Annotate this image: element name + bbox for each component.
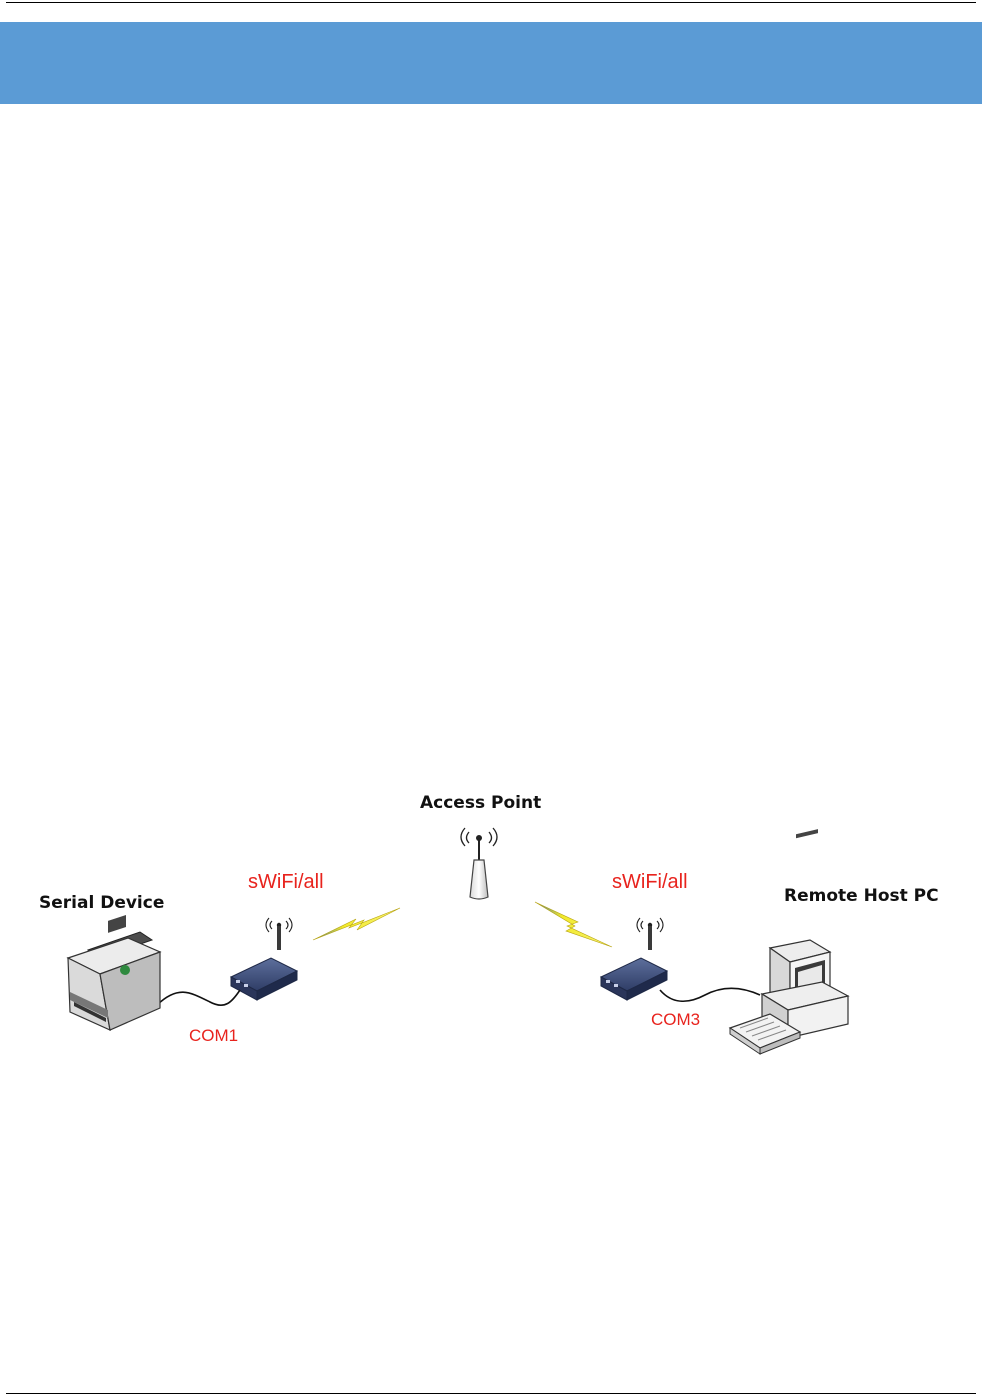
right-port-label: COM3 [651, 1010, 701, 1029]
diagram-art [66, 827, 850, 1055]
left-port-label: COM1 [189, 1026, 239, 1045]
left-wireless-link-icon [312, 907, 401, 941]
desktop-computer-icon [728, 829, 850, 1055]
access-point-icon [460, 827, 498, 900]
right-serial-cable [659, 987, 761, 1002]
right-wifi-module-icon [599, 917, 669, 1001]
bottom-rule [6, 1393, 976, 1394]
right-module-label: sWiFi/all [612, 871, 688, 893]
left-serial-cable [156, 989, 241, 1006]
printer-icon [66, 915, 162, 1032]
access-point-label: Access Point [420, 793, 542, 813]
header-band [0, 22, 982, 104]
left-wifi-module-icon [229, 917, 299, 1001]
network-diagram: Access Point Serial Device Remote Host P… [0, 780, 982, 1080]
remote-host-label: Remote Host PC [784, 886, 939, 906]
left-module-label: sWiFi/all [248, 871, 324, 893]
top-rule [6, 2, 976, 3]
serial-device-label: Serial Device [39, 893, 165, 913]
right-wireless-link-icon [534, 901, 613, 948]
